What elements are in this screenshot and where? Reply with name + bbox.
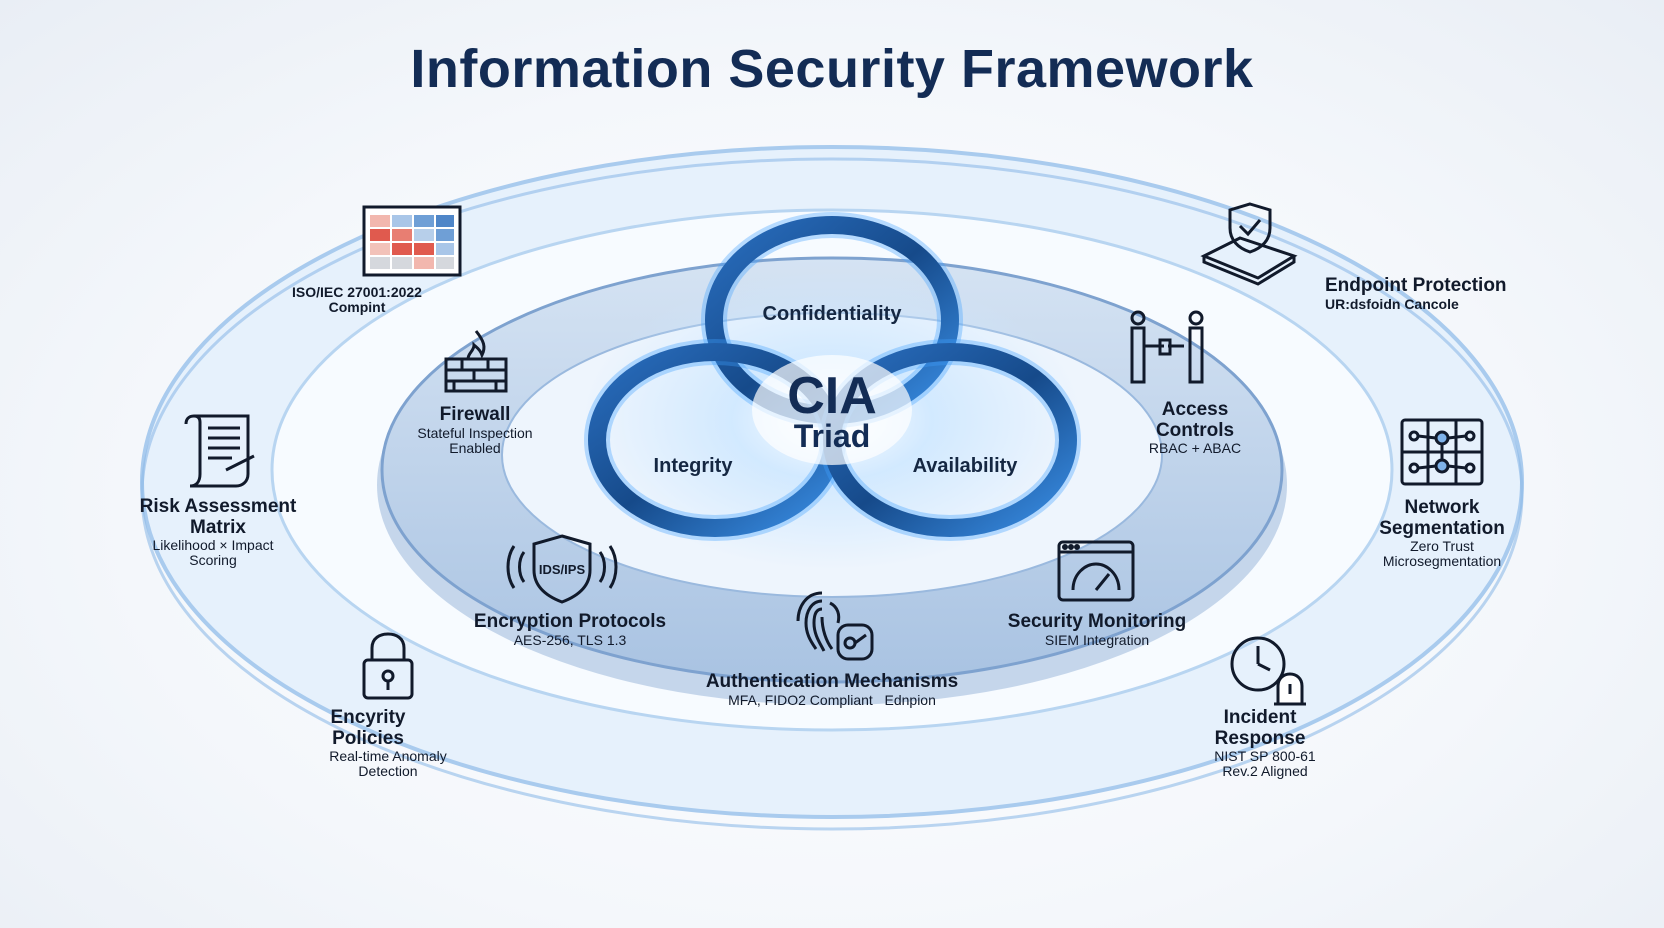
dashboard-gauge-icon — [1057, 540, 1135, 602]
ring-availability: Availability — [912, 455, 1018, 477]
item-network-segmentation: Network Segmentation Zero Trust Microseg… — [1379, 497, 1505, 570]
cia-core: CIA Triad — [787, 367, 877, 455]
item-risk-assessment: Risk Assessment Matrix Likelihood × Impa… — [139, 496, 297, 569]
fingerprint-key-icon — [796, 591, 874, 661]
item-endpoint-protection: Endpoint Protection UR:dsfoidn Cancole — [1325, 275, 1507, 312]
item-iso-compliance: ISO/IEC 27001:2022 Compint — [292, 284, 422, 316]
item-firewall: Firewall Stateful Inspection Enabled — [417, 404, 533, 456]
item-access-controls: Access Controls RBAC + ABAC — [1148, 399, 1242, 457]
item-incident-response: Incident Response NIST SP 800-61 Rev.2 A… — [1214, 707, 1316, 780]
item-encyrity-policies: Encyrity Policies Real-time Anomaly Dete… — [329, 707, 447, 780]
cia-subtitle: Triad — [793, 418, 871, 455]
ring-integrity: Integrity — [653, 455, 733, 477]
document-scroll-icon — [184, 414, 255, 488]
ids-ips-shield-icon: IDS/IPS — [506, 534, 618, 604]
heatmap-grid-icon — [362, 205, 462, 277]
svg-text:IDS/IPS: IDS/IPS — [539, 562, 586, 577]
page-title: Information Security Framework — [410, 39, 1254, 99]
padlock-icon — [362, 632, 414, 700]
ring-confidentiality: Confidentiality — [762, 303, 902, 325]
firewall-icon — [444, 330, 508, 393]
cia-title: CIA — [787, 367, 877, 425]
clock-alert-icon — [1230, 636, 1306, 706]
item-security-monitoring: Security Monitoring SIEM Integration — [1007, 611, 1187, 648]
item-encryption-protocols: Encryption Protocols AES-256, TLS 1.3 — [473, 611, 667, 648]
network-grid-icon — [1400, 418, 1484, 486]
shield-device-icon — [1200, 202, 1298, 286]
turnstile-icon — [1130, 310, 1204, 384]
item-authentication-mechanisms: Authentication Mechanisms MFA, FIDO2 Com… — [705, 671, 959, 708]
